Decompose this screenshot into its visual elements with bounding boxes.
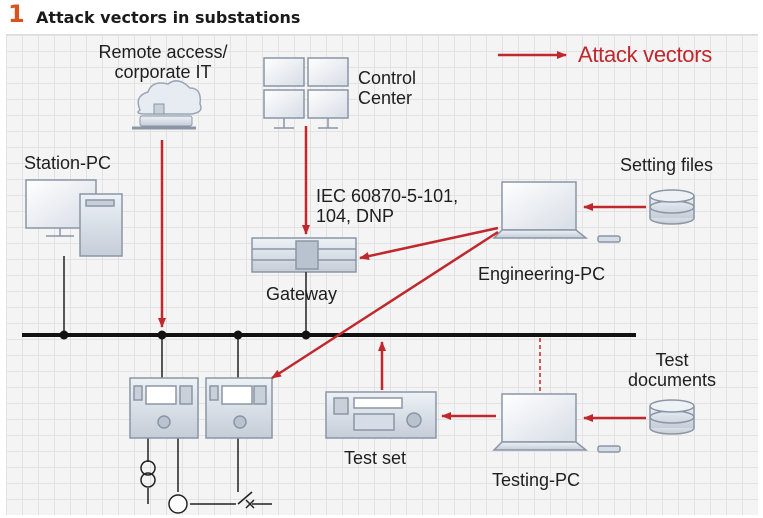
- current-sensor-symbol: [168, 494, 188, 514]
- station-pc-label: Station-PC: [24, 153, 112, 173]
- transformer-symbol: [140, 460, 156, 488]
- database-icon: [649, 399, 695, 435]
- breaker-cross: [245, 499, 255, 509]
- database-icon: [649, 189, 695, 225]
- legend-label: Attack vectors: [578, 42, 712, 67]
- laptop-icon: [492, 181, 621, 243]
- engineering-pc-label: Engineering-PC: [478, 264, 606, 284]
- attack-arrow-engpc-to-gateway: [359, 226, 499, 260]
- monitor-wall-icon: [263, 57, 349, 129]
- cloud-server-icon: [132, 80, 202, 130]
- figure-number: 1: [8, 0, 25, 28]
- test-documents-label: Test documents: [627, 350, 717, 390]
- remote-access-label: Remote access/ corporate IT: [98, 42, 228, 82]
- protection-relay-icon: [205, 377, 273, 439]
- testing-pc-label: Testing-PC: [492, 470, 581, 490]
- protocol-label: IEC 60870-5-101, 104, DNP: [316, 186, 459, 226]
- figure-title: Attack vectors in substations: [36, 8, 301, 27]
- control-center-label: Control Center: [358, 68, 417, 108]
- setting-files-label: Setting files: [620, 155, 714, 175]
- gateway-label: Gateway: [266, 284, 338, 304]
- attack-arrow-engpc-to-ied: [271, 230, 499, 380]
- laptop-icon: [492, 393, 621, 453]
- test-set-icon: [325, 391, 437, 439]
- gateway-rack-icon: [251, 237, 357, 273]
- desktop-computer-icon: [25, 179, 123, 257]
- test-set-label: Test set: [344, 448, 407, 468]
- protection-relay-icon: [129, 377, 199, 439]
